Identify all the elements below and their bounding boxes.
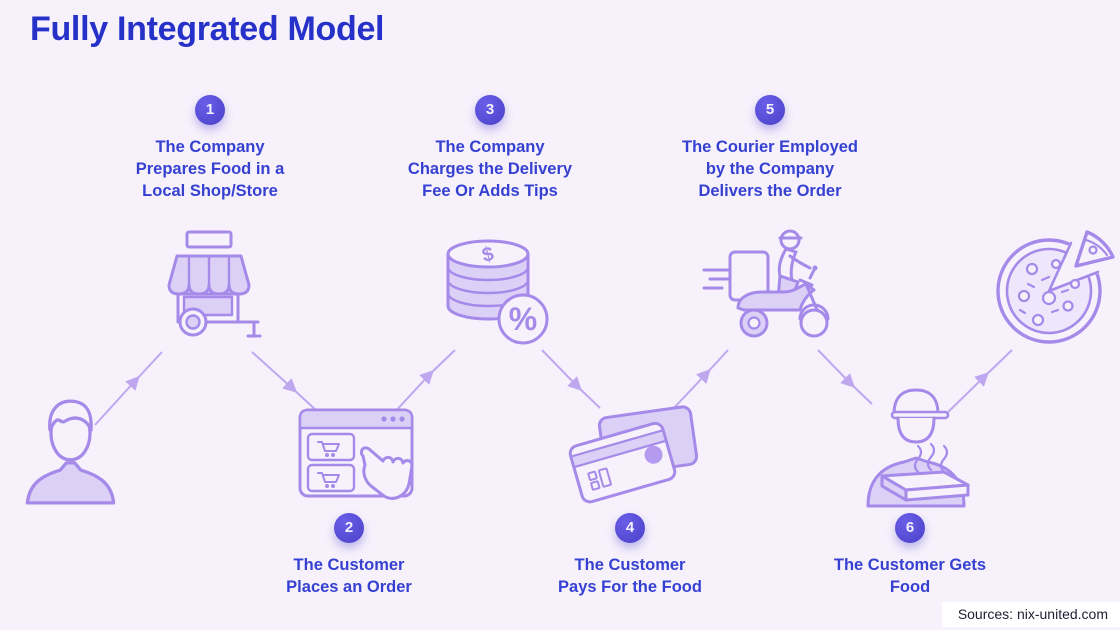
step-4: 4 The Customer Pays For the Food [510,513,750,599]
credit-cards-icon [568,398,699,511]
storefront-icon [148,224,268,349]
source-attribution: Sources: nix-united.com [941,602,1120,627]
courier-scooter-icon [700,224,840,351]
step-4-number-badge: 4 [615,513,645,543]
step-5-caption: The Courier Employed by the Company Deli… [681,138,859,200]
step-2-number-badge: 2 [334,513,364,543]
step-2: 2 The Customer Places an Order [229,513,469,599]
step-1-number-badge: 1 [195,95,225,125]
svg-text:$: $ [480,243,496,267]
step-3: 3 The Company Charges the Delivery Fee O… [370,95,610,202]
step-3-number-badge: 3 [475,95,505,125]
step-1-caption: The Company Prepares Food in a Local Sho… [135,138,285,200]
step-5: 5 The Courier Employed by the Company De… [650,95,890,202]
step-2-caption: The Customer Places an Order [286,556,412,596]
step-6-number-badge: 6 [895,513,925,543]
delivery-person-icon [852,384,982,513]
page-title: Fully Integrated Model [30,10,385,48]
step-5-number-badge: 5 [755,95,785,125]
step-6-caption: The Customer Gets Food [833,556,987,596]
coins-percent-icon: $ % [438,234,550,351]
customer-icon [18,392,123,512]
step-1: 1 The Company Prepares Food in a Local S… [90,95,330,202]
step-6: 6 The Customer Gets Food [790,513,1030,599]
svg-text:%: % [509,301,537,337]
step-4-caption: The Customer Pays For the Food [558,556,702,596]
order-browser-icon [296,402,431,513]
step-3-caption: The Company Charges the Delivery Fee Or … [407,138,573,200]
pizza-icon [992,224,1117,351]
